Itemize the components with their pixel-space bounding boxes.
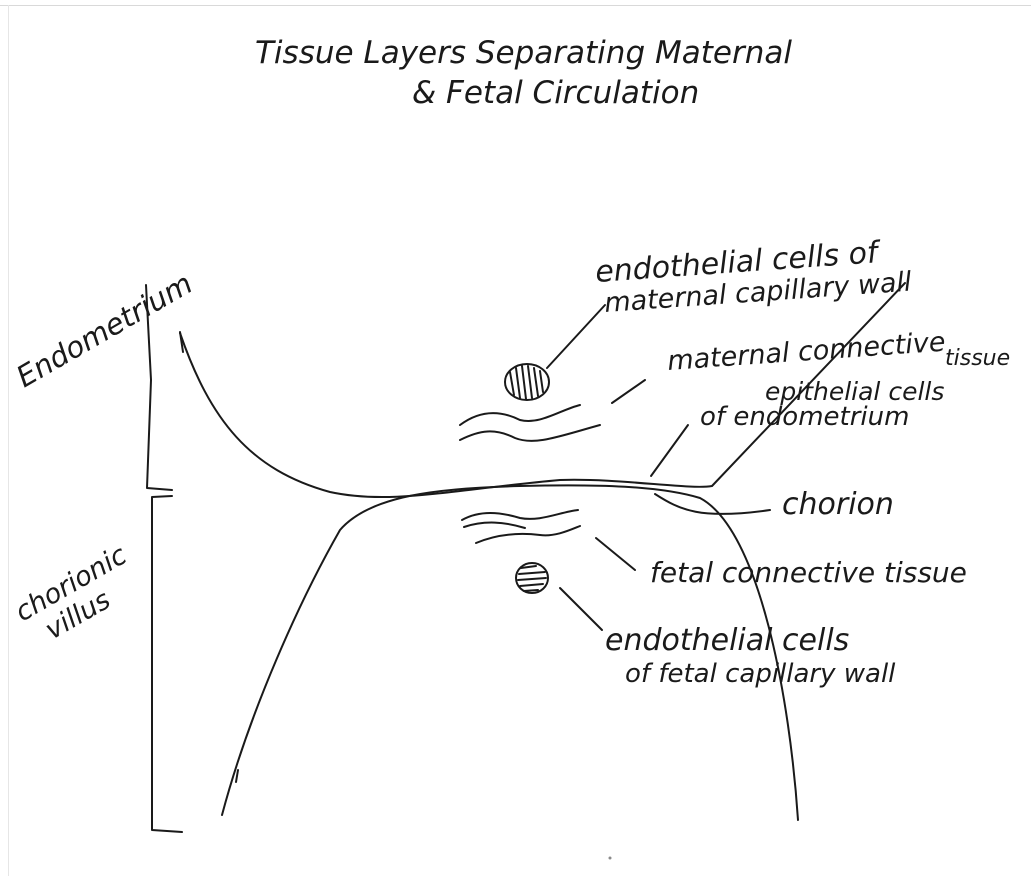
maternal-connective-squiggle-2 [459, 424, 601, 442]
paper-speck [608, 856, 612, 860]
pointer-maternal-endothelial [546, 304, 606, 369]
label-fetal-connective: fetal connective tissue [650, 556, 967, 589]
label-epithelial-line-2: of endometrium [700, 402, 909, 432]
maternal-capillary-hatch [509, 365, 544, 400]
fetal-capillary-hatch [517, 565, 547, 592]
title-line-2: & Fetal Circulation [412, 75, 699, 111]
endometrium-label: Endometrium [11, 266, 199, 394]
label-fetal-endothelial-line-1: endothelial cells [605, 623, 849, 658]
fetal-connective-squiggle-3 [475, 525, 581, 544]
pointer-fetal-connective [595, 537, 636, 571]
fetal-connective-squiggle-1 [461, 509, 579, 521]
pointer-chorion [654, 493, 771, 515]
arrow-top-left [179, 331, 184, 353]
maternal-capillary-circle [504, 363, 550, 401]
pointer-maternal-connective [611, 379, 646, 404]
pointer-fetal-endothelial [559, 587, 603, 631]
fetal-capillary-circle [515, 562, 549, 594]
chorionic-villus-bracket [151, 495, 183, 833]
label-fetal-endothelial-line-2: of fetal capillary wall [625, 659, 896, 689]
label-maternal-connective-line-1: maternal connective [666, 327, 946, 377]
label-epithelial-line-1: epithelial cells [765, 377, 944, 406]
label-maternal-connective-line-2: tissue [945, 346, 1010, 371]
pointer-epithelial [650, 424, 689, 477]
scan-border-left [8, 5, 9, 876]
scan-border-top [0, 5, 1031, 6]
fetal-surface-curve [221, 484, 799, 821]
fetal-connective-squiggle-2 [463, 521, 526, 529]
label-chorion: chorion [782, 487, 894, 522]
endometrium-bracket [145, 284, 173, 491]
maternal-connective-squiggle-1 [459, 404, 581, 426]
arrow-bottom-left [235, 769, 239, 783]
title-line-1: Tissue Layers Separating Maternal [255, 35, 792, 71]
